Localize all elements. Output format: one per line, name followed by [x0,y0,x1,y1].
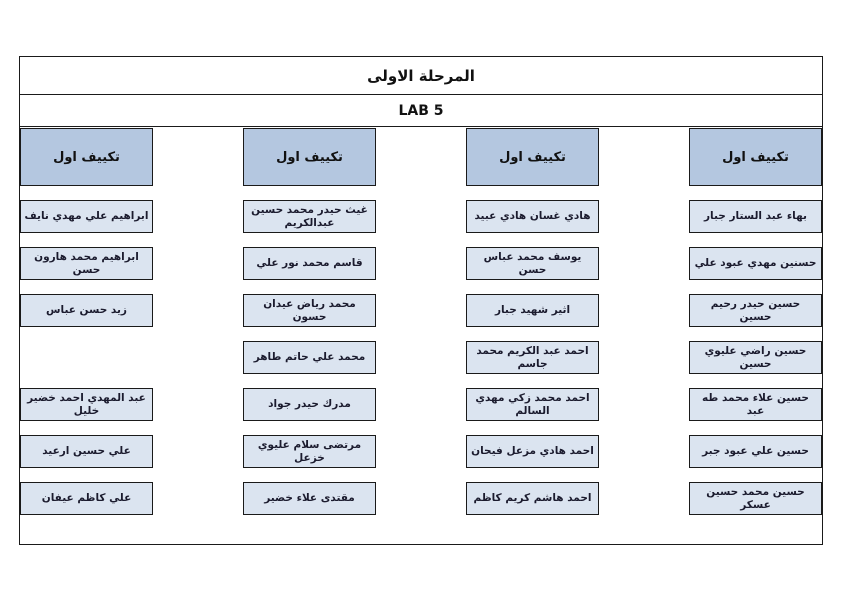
student-name: مدرك حيدر جواد [268,398,351,411]
student-cell: محمد علي حاتم طاهر [243,341,376,374]
student-name: احمد هاشم كريم كاظم [473,492,592,505]
student-cell: اثير شهيد جبار [466,294,599,327]
student-cell: يوسف محمد عباس حسن [466,247,599,280]
student-name: محمد علي حاتم طاهر [253,351,366,364]
student-cell: غيث حيدر محمد حسين عبدالكريم [243,200,376,233]
student-name: حسين حيدر رحيم حسين [710,298,801,323]
table-title-row: المرحلة الاولى [20,57,822,95]
student-cell: عبد المهدي احمد خضير خليل [20,388,153,421]
student-cell: ابراهيم محمد هارون حسن [20,247,153,280]
student-cell: حسين علاء محمد طه عبد [689,388,822,421]
student-name: هادي غسان هادي عبيد [474,210,591,223]
table-subtitle-row: LAB 5 [20,95,822,127]
student-name: حسين علاء محمد طه عبد [702,392,809,417]
student-cell: حسين حيدر رحيم حسين [689,294,822,327]
student-cell: احمد هاشم كريم كاظم [466,482,599,515]
student-name: احمد هادي مزعل فيحان [471,445,594,458]
lab-label: LAB 5 [398,102,444,119]
column-gap-3 [153,128,243,544]
student-name: علي كاظم عيفان [41,492,132,505]
roster-column-4: تكييف اول ابراهيم علي مهدي نايف ابراهيم … [20,128,153,544]
column-header-2: تكييف اول [466,128,599,186]
column-header-label: تكييف اول [499,149,566,165]
student-name: اثير شهيد جبار [494,304,571,317]
column-header-1: تكييف اول [689,128,822,186]
student-name: ابراهيم محمد هارون حسن [34,251,139,276]
student-name: ابراهيم علي مهدي نايف [24,210,149,223]
student-cell: ابراهيم علي مهدي نايف [20,200,153,233]
column-gap-2 [376,128,466,544]
student-name: حسين راضي عليوي حسين [704,345,807,370]
student-name: حسين محمد حسين عسكر [706,486,805,511]
student-name: قاسم محمد نور علي [256,257,363,270]
column-header-3: تكييف اول [243,128,376,186]
student-cell: حسنين مهدي عبود علي [689,247,822,280]
student-cell: زيد حسن عباس [20,294,153,327]
student-cell: احمد هادي مزعل فيحان [466,435,599,468]
page-title: المرحلة الاولى [367,66,475,85]
student-name: محمد رياض عيدان حسون [263,298,356,323]
student-cell: هادي غسان هادي عبيد [466,200,599,233]
roster-column-1: تكييف اول بهاء عبد الستار جبار حسنين مهد… [689,128,822,544]
student-cell: مرتضى سلام عليوي خزعل [243,435,376,468]
student-cell: مدرك حيدر جواد [243,388,376,421]
columns-area: تكييف اول بهاء عبد الستار جبار حسنين مهد… [20,128,822,544]
student-cell: احمد محمد زكي مهدي السالم [466,388,599,421]
column-header-label: تكييف اول [53,149,120,165]
student-cell: بهاء عبد الستار جبار [689,200,822,233]
student-cell: مقتدى علاء خضير [243,482,376,515]
student-name: مرتضى سلام عليوي خزعل [257,439,362,464]
column-header-label: تكييف اول [722,149,789,165]
student-cell: علي حسين ارعيد [20,435,153,468]
student-cell: قاسم محمد نور علي [243,247,376,280]
column-header-4: تكييف اول [20,128,153,186]
student-name: يوسف محمد عباس حسن [483,251,582,276]
student-cell: حسين محمد حسين عسكر [689,482,822,515]
student-name: احمد عبد الكريم محمد جاسم [476,345,589,370]
student-name: حسين علي عبود جبر [702,445,809,458]
student-name: غيث حيدر محمد حسين عبدالكريم [251,204,368,229]
student-name: علي حسين ارعيد [42,445,131,458]
roster-column-3: تكييف اول غيث حيدر محمد حسين عبدالكريم ق… [243,128,376,544]
roster-column-2: تكييف اول هادي غسان هادي عبيد يوسف محمد … [466,128,599,544]
student-name: حسنين مهدي عبود علي [694,257,817,270]
student-cell: حسين راضي عليوي حسين [689,341,822,374]
roster-table: المرحلة الاولى LAB 5 تكييف اول بهاء عبد … [19,56,823,545]
student-cell: حسين علي عبود جبر [689,435,822,468]
column-gap-1 [599,128,689,544]
student-cell: احمد عبد الكريم محمد جاسم [466,341,599,374]
student-name: احمد محمد زكي مهدي السالم [475,392,590,417]
student-name: زيد حسن عباس [46,304,127,317]
student-cell-empty [20,341,153,374]
student-name: عبد المهدي احمد خضير خليل [27,392,146,417]
student-cell: محمد رياض عيدان حسون [243,294,376,327]
column-header-label: تكييف اول [276,149,343,165]
student-name: بهاء عبد الستار جبار [703,210,808,223]
student-name: مقتدى علاء خضير [264,492,355,505]
student-cell: علي كاظم عيفان [20,482,153,515]
